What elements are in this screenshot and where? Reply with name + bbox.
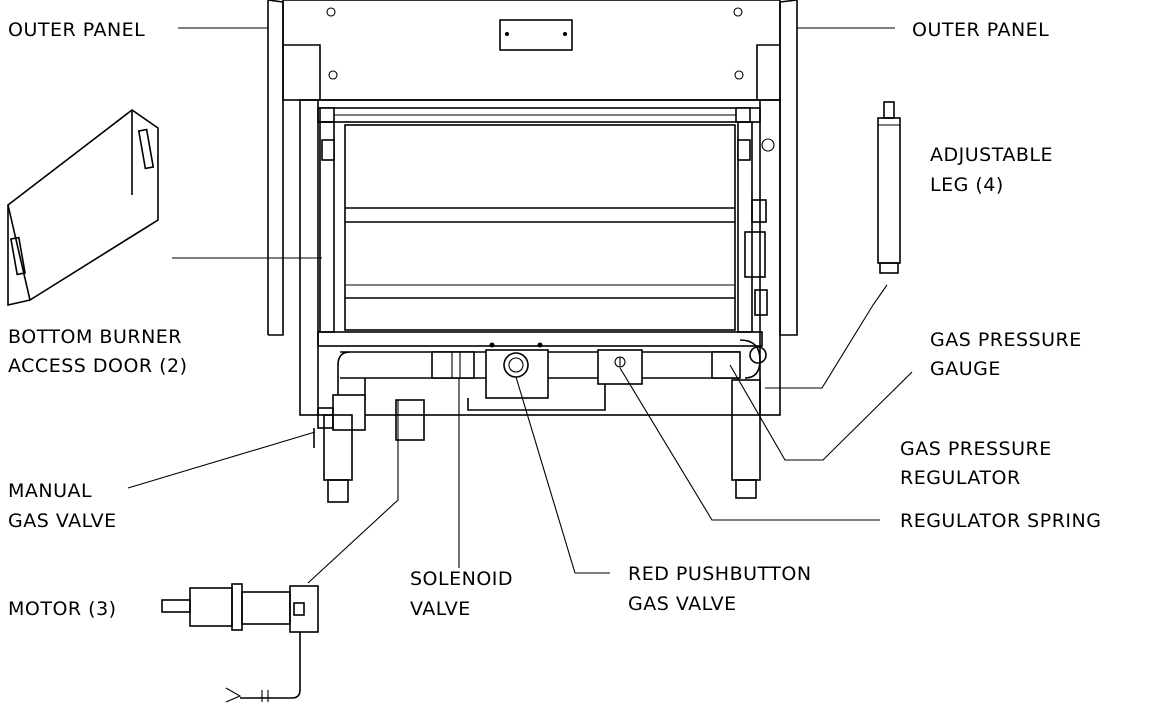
labels: OUTER PANEL OUTER PANEL ADJUSTABLE LEG (… (8, 19, 1101, 620)
left-outer-panel (267, 0, 321, 336)
label-red-pushbutton-1: RED PUSHBUTTON (628, 563, 812, 585)
red-pushbutton-valve-body (485, 349, 549, 399)
adjustable-leg (877, 101, 901, 274)
top-panel (282, 0, 781, 101)
motor (161, 583, 319, 703)
top-nameplate (499, 19, 573, 51)
manual-gas-valve-body (332, 394, 366, 431)
leader-lines (127, 27, 913, 584)
label-bottom-burner-1: BOTTOM BURNER (8, 326, 182, 348)
label-motor: MOTOR (3) (8, 598, 117, 620)
label-regulator-spring: REGULATOR SPRING (900, 510, 1101, 532)
label-gas-pressure-gauge-1: GAS PRESSURE (930, 329, 1082, 351)
oven-legs (323, 379, 761, 503)
right-outer-panel (756, 0, 798, 336)
label-adjustable-leg-1: ADJUSTABLE (930, 144, 1053, 166)
label-manual-gas-valve-2: GAS VALVE (8, 510, 117, 532)
solenoid-valve-body (431, 351, 475, 379)
label-red-pushbutton-2: GAS VALVE (628, 593, 737, 615)
label-bottom-burner-2: ACCESS DOOR (2) (8, 355, 188, 377)
gas-manifold (313, 331, 767, 448)
label-manual-gas-valve-1: MANUAL (8, 480, 92, 502)
bottom-burner-access-door (7, 109, 159, 307)
label-gas-pressure-gauge-2: GAUGE (930, 358, 1001, 380)
label-outer-panel-left: OUTER PANEL (8, 19, 145, 41)
label-outer-panel-right: OUTER PANEL (912, 19, 1049, 41)
label-gas-pressure-regulator-2: REGULATOR (900, 467, 1021, 489)
label-adjustable-leg-2: LEG (4) (930, 174, 1004, 196)
oven-assembly (267, 0, 798, 503)
label-solenoid-valve-1: SOLENOID (410, 568, 513, 590)
label-solenoid-valve-2: VALVE (410, 598, 471, 620)
label-gas-pressure-regulator-1: GAS PRESSURE (900, 438, 1052, 460)
